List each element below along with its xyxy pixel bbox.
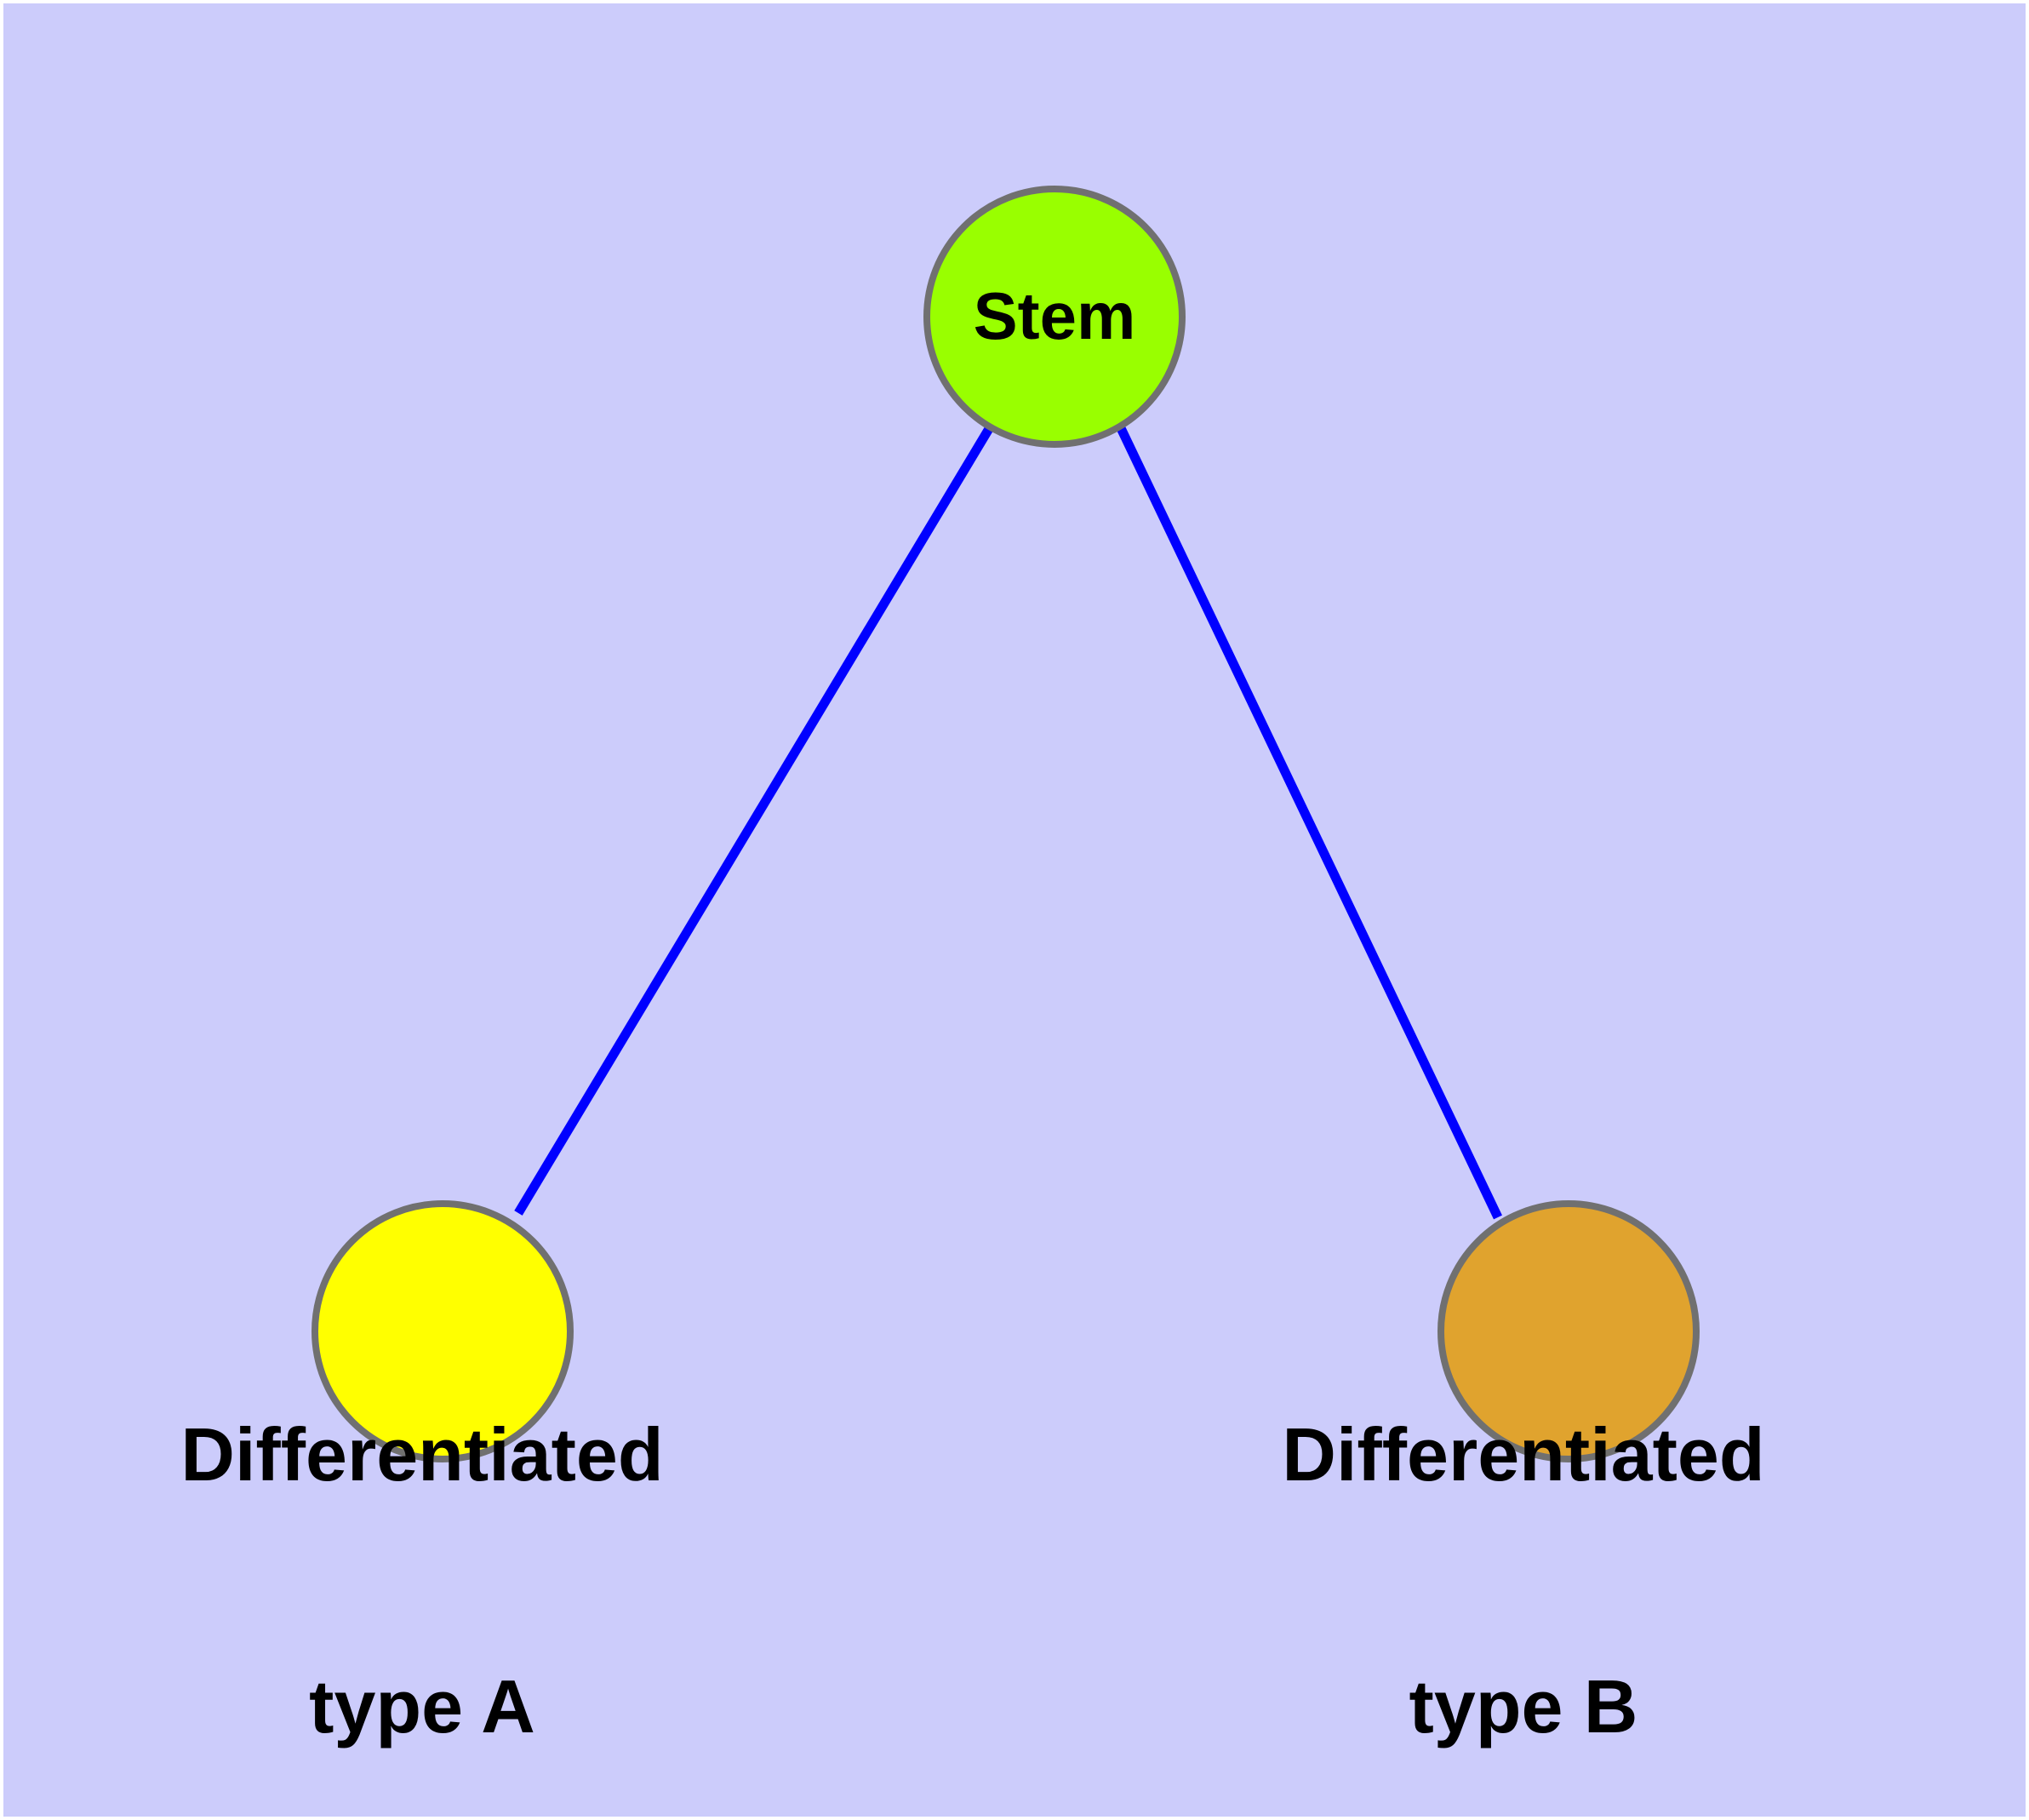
node-differentiated-type-a[interactable] (311, 1200, 574, 1462)
node-differentiated-type-b[interactable] (1437, 1200, 1700, 1462)
node-layer (311, 186, 1700, 1462)
edge-layer (514, 425, 1502, 1220)
edge-stem-to-differentiated-type-a (514, 425, 994, 1216)
edge-stem-to-differentiated-type-b (1117, 426, 1502, 1220)
node-stem[interactable] (923, 186, 1186, 448)
